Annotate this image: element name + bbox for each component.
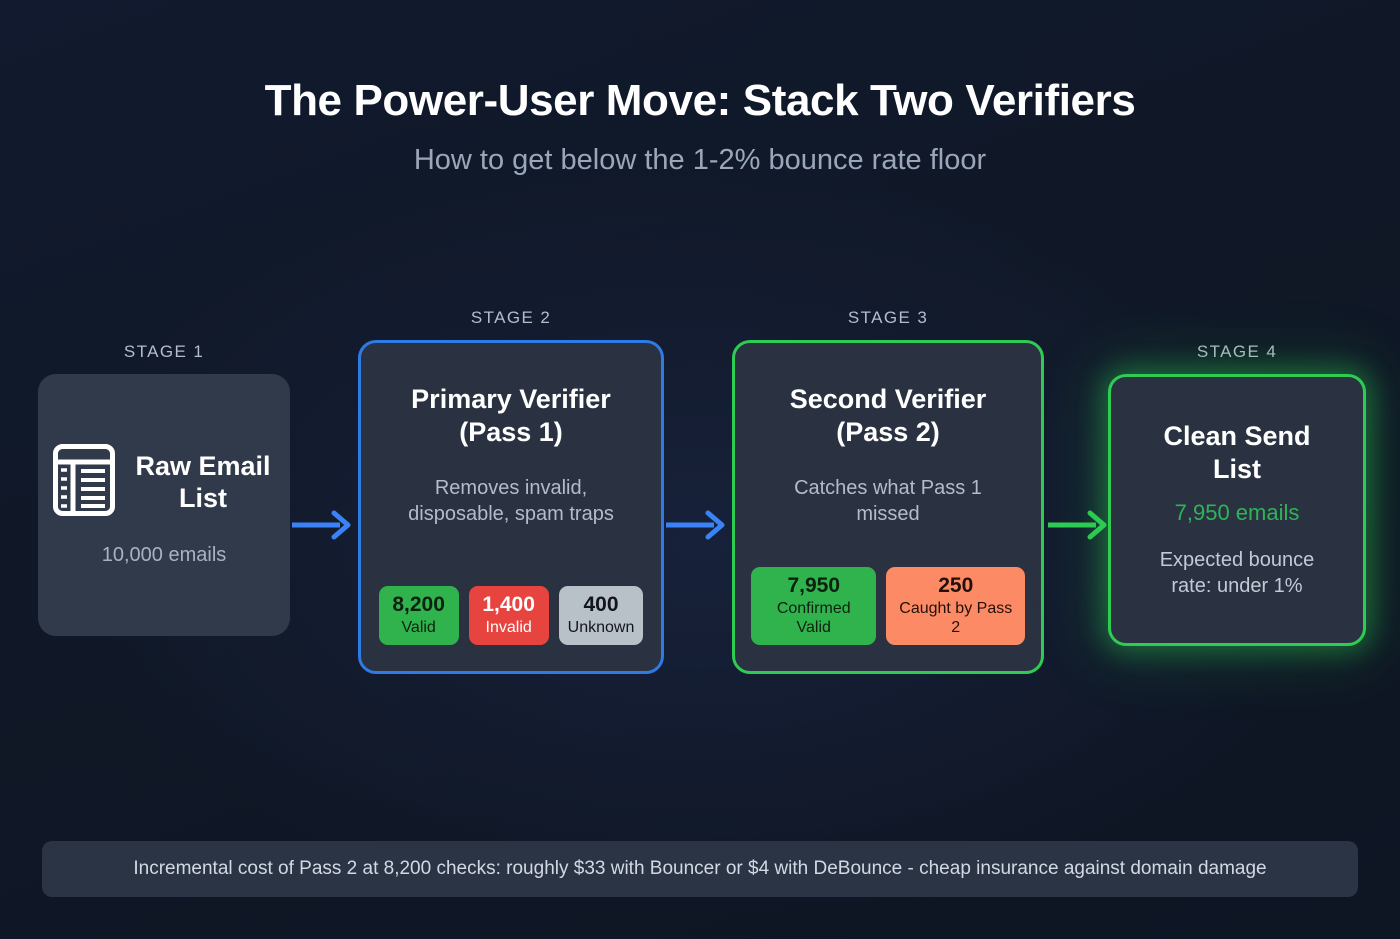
arrow-stage2-to-stage3	[666, 510, 728, 545]
badge-caught-by-pass2-label: Caught by Pass 2	[899, 600, 1013, 637]
badge-invalid: 1,400 Invalid	[468, 586, 549, 645]
stage-3-title-line2: (Pass 2)	[836, 416, 940, 447]
arrow-stage1-to-stage2	[292, 510, 354, 545]
badge-invalid-number: 1,400	[482, 593, 535, 617]
stage-3-badge-row: 7,950 Confirmed Valid 250 Caught by Pass…	[751, 567, 1025, 645]
stage-2-title-line2: (Pass 1)	[459, 416, 563, 447]
pipeline-flow: STAGE 1	[0, 300, 1400, 720]
badge-valid-number: 8,200	[392, 593, 445, 617]
stage-3: STAGE 3 Second Verifier (Pass 2) Catches…	[732, 308, 1044, 674]
stage-4-title: Clean Send List	[1163, 420, 1310, 486]
badge-confirmed-valid: 7,950 Confirmed Valid	[751, 567, 877, 645]
page-title: The Power-User Move: Stack Two Verifiers	[264, 76, 1136, 125]
stage-4-card: Clean Send List 7,950 emails Expected bo…	[1108, 374, 1366, 646]
badge-valid: 8,200 Valid	[378, 586, 459, 645]
stage-3-title-line1: Second Verifier	[789, 384, 987, 414]
badge-unknown-number: 400	[583, 593, 619, 617]
stage-2-desc-line2: disposable, spam traps	[408, 502, 614, 525]
stage-1-content-row: Raw Email List	[52, 443, 276, 522]
badge-unknown: 400 Unknown	[558, 586, 644, 645]
stage-4-label: STAGE 4	[1196, 342, 1278, 361]
footer-note: Incremental cost of Pass 2 at 8,200 chec…	[133, 858, 1267, 879]
stage-1-card: Raw Email List 10,000 emails	[38, 374, 290, 636]
stage-4-note-line1: Expected bounce	[1159, 549, 1315, 572]
stage-1-label: STAGE 1	[123, 342, 205, 361]
stage-3-title: Second Verifier (Pass 2)	[790, 383, 987, 449]
stage-2-description: Removes invalid, disposable, spam traps	[408, 475, 614, 527]
badge-valid-label: Valid	[401, 619, 436, 637]
stage-3-desc-line2: missed	[856, 502, 920, 525]
stage-3-label: STAGE 3	[847, 308, 929, 327]
stage-3-card: Second Verifier (Pass 2) Catches what Pa…	[732, 340, 1044, 674]
badge-unknown-label: Unknown	[567, 619, 635, 637]
stage-2-label: STAGE 2	[470, 308, 552, 327]
header: The Power-User Move: Stack Two Verifiers…	[0, 0, 1400, 178]
stage-4-email-count: 7,950 emails	[1174, 500, 1300, 526]
stage-2-card: Primary Verifier (Pass 1) Removes invali…	[358, 340, 664, 674]
badge-caught-by-pass2-number: 250	[938, 574, 974, 598]
stage-3-desc-line1: Catches what Pass 1	[794, 476, 982, 499]
stage-2-title-line1: Primary Verifier	[411, 384, 611, 414]
stage-2-badge-row: 8,200 Valid 1,400 Invalid 400 Unknown	[378, 586, 644, 645]
stage-4-note: Expected bounce rate: under 1%	[1160, 548, 1315, 599]
badge-confirmed-valid-label: Confirmed Valid	[776, 600, 851, 637]
badge-confirmed-valid-number: 7,950	[787, 574, 841, 598]
page-subtitle: How to get below the 1-2% bounce rate fl…	[413, 144, 987, 177]
footer-bar: Incremental cost of Pass 2 at 8,200 chec…	[42, 841, 1358, 897]
stage-1: STAGE 1	[38, 342, 290, 636]
stage-2: STAGE 2 Primary Verifier (Pass 1) Remove…	[358, 308, 664, 674]
stage-4-title-line1: Clean Send	[1163, 421, 1311, 452]
stage-4-note-line2: rate: under 1%	[1171, 574, 1303, 597]
stage-4: STAGE 4 Clean Send List 7,950 emails Exp…	[1108, 342, 1366, 646]
stage-2-title: Primary Verifier (Pass 1)	[411, 383, 611, 449]
stage-1-title: Raw Email List	[135, 450, 271, 513]
list-table-icon	[52, 443, 116, 522]
stage-2-desc-line1: Removes invalid,	[434, 476, 588, 499]
stage-4-title-line2: List	[1212, 454, 1261, 485]
stage-3-description: Catches what Pass 1 missed	[794, 475, 982, 527]
arrow-stage3-to-stage4	[1048, 510, 1110, 545]
badge-caught-by-pass2: 250 Caught by Pass 2	[886, 567, 1025, 645]
stage-1-count: 10,000 emails	[101, 544, 227, 566]
badge-invalid-label: Invalid	[485, 619, 532, 637]
